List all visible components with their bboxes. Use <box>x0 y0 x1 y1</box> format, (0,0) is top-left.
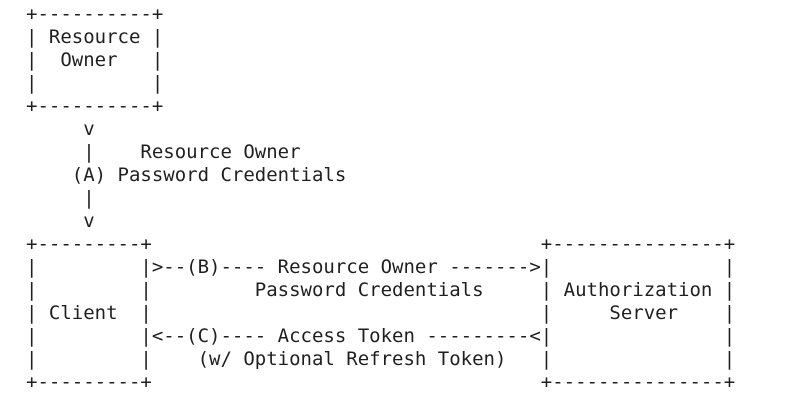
step-c-arrow-line: | |<--(C)---- Access Token ---------<| | <box>26 325 736 347</box>
client-and-server-box-bottom: +---------+ +---------------+ <box>26 371 736 393</box>
step-b-arrow-line: | |>--(B)---- Resource Owner ------->| | <box>26 256 736 278</box>
step-b-label-and-server-label: | | Password Credentials | Authorization… <box>26 279 736 301</box>
step-a-label-line-1: | Resource Owner <box>26 141 301 163</box>
resource-owner-label-line-2: | Owner | <box>26 49 164 71</box>
arrow-head-down-client: v <box>26 210 95 232</box>
step-a-label-line-2: (A) Password Credentials <box>26 164 347 186</box>
oauth-password-flow-diagram: +----------+ | Resource | | Owner | | | … <box>26 3 735 394</box>
step-c-label-line: | | (w/ Optional Refresh Token) | | <box>26 348 736 370</box>
resource-owner-label-line-1: | Resource | <box>26 26 164 48</box>
arrow-head-down: v <box>26 118 95 140</box>
client-and-server-box-top: +---------+ +---------------+ <box>26 233 736 255</box>
arrow-shaft: | <box>26 187 95 209</box>
resource-owner-box-top: +----------+ <box>26 3 164 25</box>
client-label-and-server-label: | Client | | Server | <box>26 302 736 324</box>
resource-owner-box-padding: | | <box>26 72 164 94</box>
resource-owner-box-bottom: +----------+ <box>26 95 164 117</box>
